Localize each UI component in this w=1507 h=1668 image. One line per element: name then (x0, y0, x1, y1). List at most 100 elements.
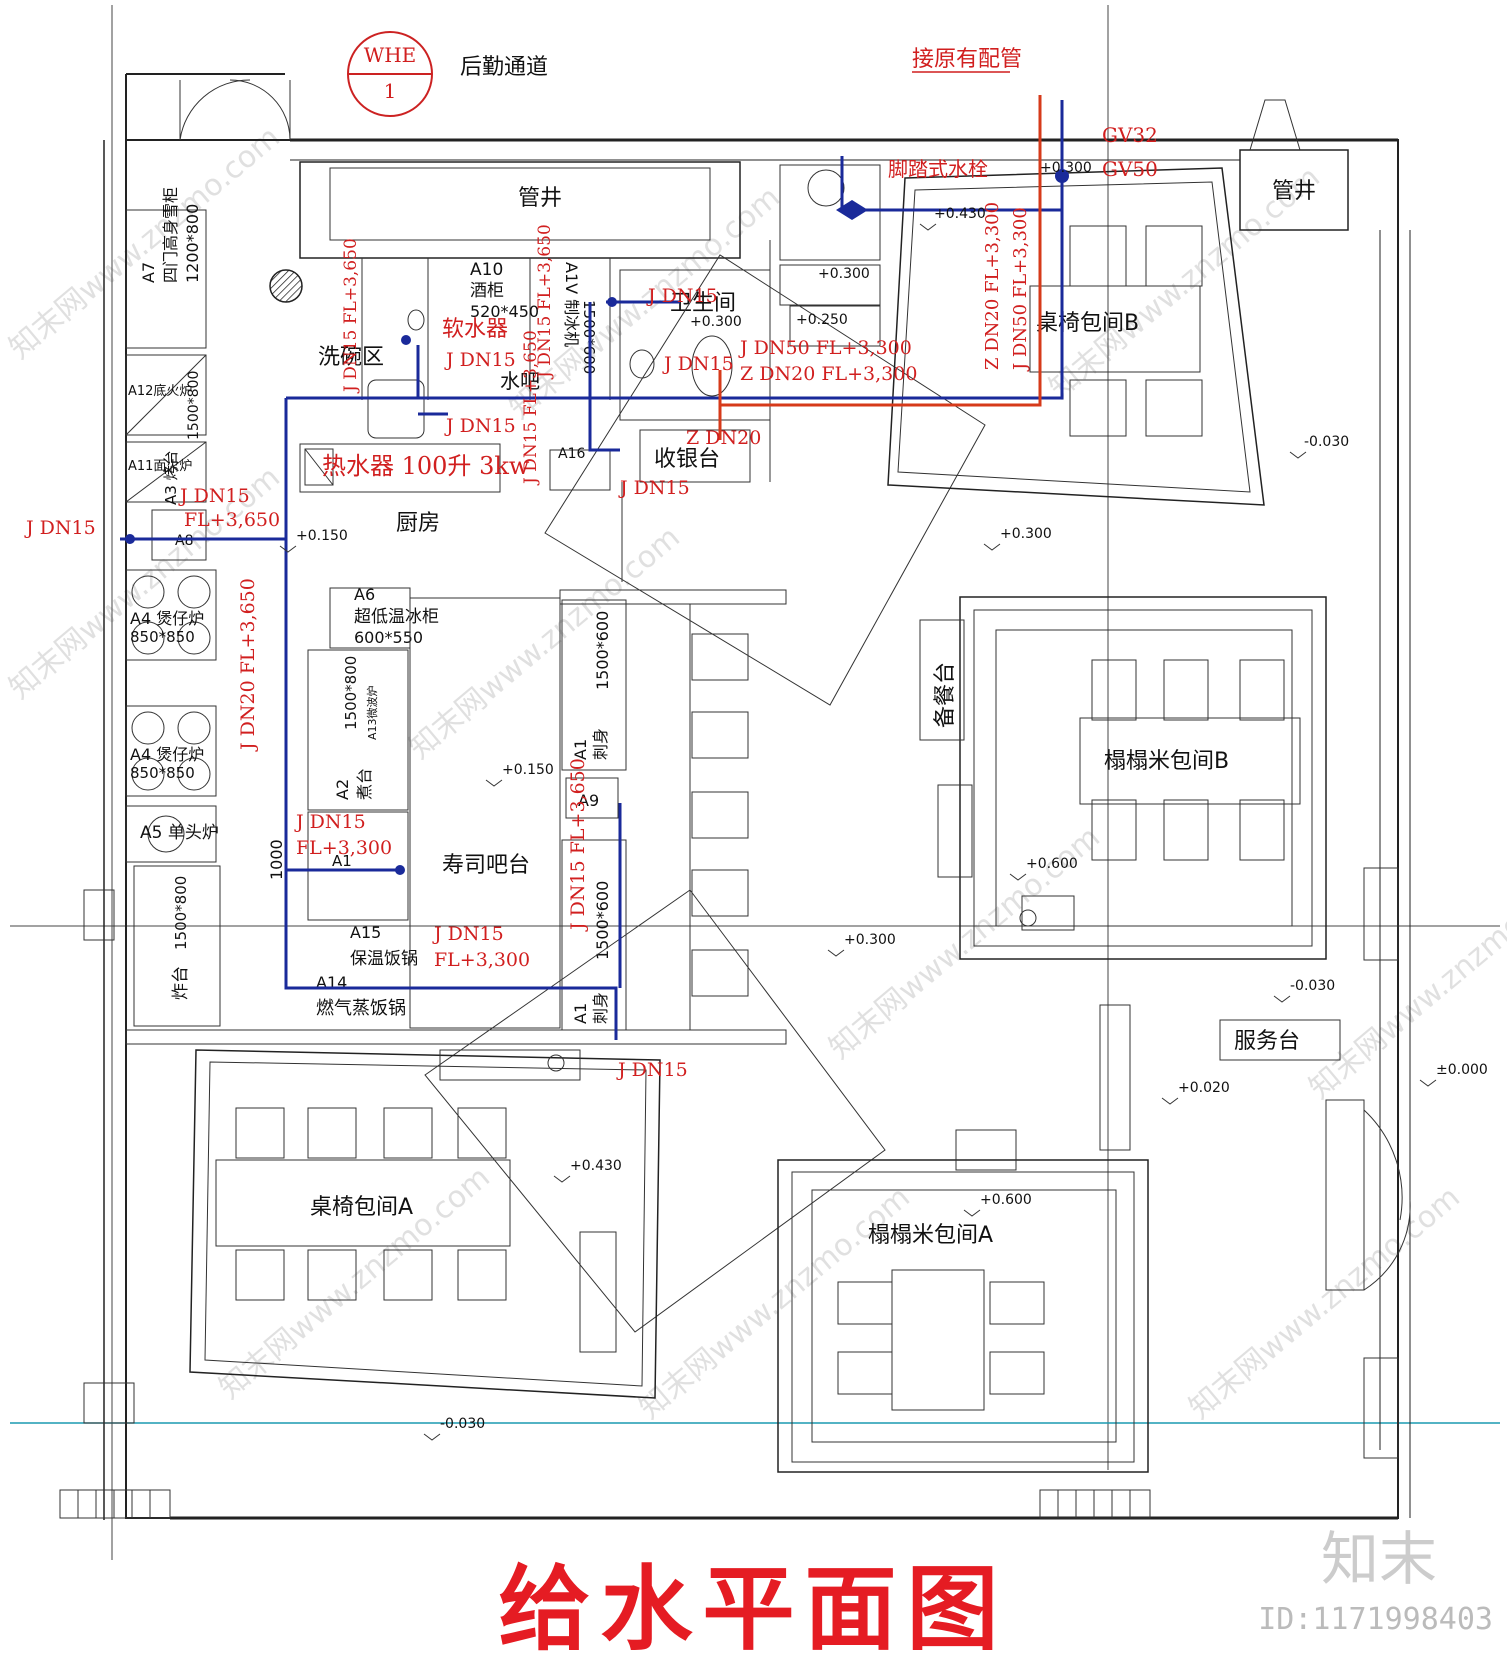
a1-bottom-name: 刺身 (591, 992, 610, 1024)
note-fl3300-a15: FL+3,300 (434, 949, 530, 971)
a11-label: A11面火炉 (128, 459, 192, 474)
dim-1000: 1000 (267, 839, 286, 880)
drawing-id: ID:1171998403 (1258, 1602, 1493, 1637)
tatami-room-a: 榻榻米包间A (777, 1129, 1149, 1473)
toilet-cashier: 卫生间 收银台 (619, 240, 771, 582)
note-j-dn15-a3: J DN15 (178, 485, 250, 507)
note-fl3650-a3: FL+3,650 (184, 509, 280, 531)
level-300e: +0.300 (844, 932, 896, 948)
a8-label: A8 (175, 533, 193, 549)
marker-top: WHE (364, 43, 417, 67)
room-sushi-bar: 寿司吧台 (442, 853, 530, 878)
a7-size: 1200*800 (183, 204, 202, 283)
a12-size: 1500*800 (186, 371, 202, 440)
entry-door (179, 79, 291, 141)
a2-name: 煮台 (355, 768, 374, 800)
level-150b: +0.150 (502, 762, 554, 778)
note-j-dn15-e: J DN15 (618, 477, 690, 499)
main-door (1325, 867, 1411, 1459)
level-300b: +0.300 (818, 266, 870, 282)
note-j-dn15-bottom: J DN15 (616, 1059, 688, 1081)
room-prep: 备餐台 (933, 662, 958, 728)
note-j-dn50: J DN50 FL+3,300 (738, 337, 912, 359)
a7-name: 四门高身雪柜 (161, 187, 180, 283)
room-shaft-right: 管井 (1272, 179, 1316, 204)
level-m030a: -0.030 (1304, 434, 1349, 450)
a14-name: 燃气蒸饭锅 (316, 998, 406, 1019)
note-fl3300-a13: FL+3,300 (296, 837, 392, 859)
note-j-dn15-a13: J DN15 (294, 811, 366, 833)
table-room-b: 桌椅包间B (779, 164, 1265, 506)
room-cashier: 收银台 (654, 447, 720, 472)
a10-size: 520*450 (470, 302, 539, 321)
note-gv32: GV32 (1102, 123, 1158, 147)
pipe-annotations: 接原有配管 GV32 GV50 脚踏式水栓 +0.300 Z DN20 FL+3… (24, 47, 1158, 1081)
a6-name: 超低温冰柜 (354, 607, 439, 627)
a1-top-name: 刺身 (591, 728, 610, 760)
a15-name: 保温饭锅 (350, 949, 418, 969)
a1-top-size: 1500*600 (593, 611, 612, 690)
room-tatami-b: 榻榻米包间B (1104, 749, 1229, 774)
watermark: 知末网www.znzmo.com (1183, 1180, 1467, 1426)
shaft-right (1239, 149, 1349, 231)
drawing-title: 给水平面图 (498, 1556, 1009, 1663)
room-shaft-top: 管井 (518, 186, 562, 211)
room-dishwash: 洗碗区 (318, 345, 384, 370)
left-equipment-column: A7 四门高身雪柜 1200*800 A12底火炉 1500*800 A11面火… (83, 187, 221, 1424)
kitchen-interior: A10 酒柜 520*450 A1V 制冰机 1500*600 洗碗区 水吧 A… (125, 258, 787, 1045)
a2-code: A2 (333, 779, 352, 800)
note-existing: 接原有配管 (912, 47, 1022, 72)
note-v-j-dn15-b: J DN15 FL+3,650 (535, 224, 555, 380)
room-kitchen: 厨房 (396, 511, 440, 536)
a4b-size: 850*850 (130, 764, 195, 782)
floor-drain-icon (269, 269, 303, 303)
a1v-label: A1V 制冰机 (562, 262, 581, 347)
level-m030b: -0.030 (1290, 978, 1335, 994)
a7-code: A7 (139, 262, 158, 283)
a2-size: 1500*800 (342, 656, 360, 730)
a5-label: A5 单头炉 (140, 823, 219, 843)
bottom-windows (59, 1489, 1151, 1519)
a4a-label: A4 煲仔炉 (130, 609, 204, 628)
level-300a: +0.300 (1040, 160, 1092, 176)
a6-size: 600*550 (354, 628, 423, 647)
room-service: 服务台 (1234, 1029, 1300, 1054)
level-m030c: -0.030 (440, 1416, 485, 1432)
a4a-size: 850*850 (130, 628, 195, 646)
service-desk (1219, 1019, 1341, 1061)
a9-label: A9 (578, 791, 599, 810)
water-pipes (120, 95, 1069, 1040)
note-water-heater: 热水器 100升 3kw (322, 452, 530, 480)
a12-label: A12底火炉 (128, 383, 192, 399)
watermark: 知末网www.znzmo.com (403, 520, 687, 766)
rotated-outline (424, 254, 986, 1333)
a6-code: A6 (354, 585, 375, 604)
note-z-dn20-b: Z DN20 (686, 427, 761, 449)
note-v-j-dn15-a1: J DN15 FL+3,650 (567, 758, 589, 932)
axis-lines (10, 5, 1500, 1560)
note-j-dn15-c: J DN15 (444, 349, 516, 371)
note-j-dn15-a15: J DN15 (432, 923, 504, 945)
a1-bottom-size: 1500*600 (593, 881, 612, 960)
room-tatami-a: 榻榻米包间A (868, 1223, 993, 1248)
room-table-b: 桌椅包间B (1036, 311, 1139, 336)
note-j-dn15-a: J DN15 (646, 285, 718, 307)
a15-code: A15 (350, 923, 381, 942)
note-softener: 软水器 (442, 317, 508, 342)
level-020: +0.020 (1178, 1080, 1230, 1096)
room-water-bar: 水吧 (500, 369, 540, 393)
a16-label: A16 (558, 446, 585, 462)
shaft-top (299, 161, 741, 259)
table-room-a: 桌椅包间A (189, 1049, 661, 1399)
tatami-room-b: 榻榻米包间B 备餐台 (919, 596, 1327, 960)
room-corridor: 后勤通道 (460, 55, 548, 80)
level-300d: +0.300 (1000, 526, 1052, 542)
level-300c: +0.300 (690, 314, 742, 330)
level-600a: +0.600 (1026, 856, 1078, 872)
note-v-j-dn20: J DN20 FL+3,650 (237, 578, 259, 752)
fryer-size: 1500*800 (172, 876, 190, 950)
room-toilet: 卫生间 (670, 291, 736, 316)
fryer-label: 炸台 (171, 966, 191, 1000)
note-j-dn15-b: J DN15 (662, 353, 734, 375)
